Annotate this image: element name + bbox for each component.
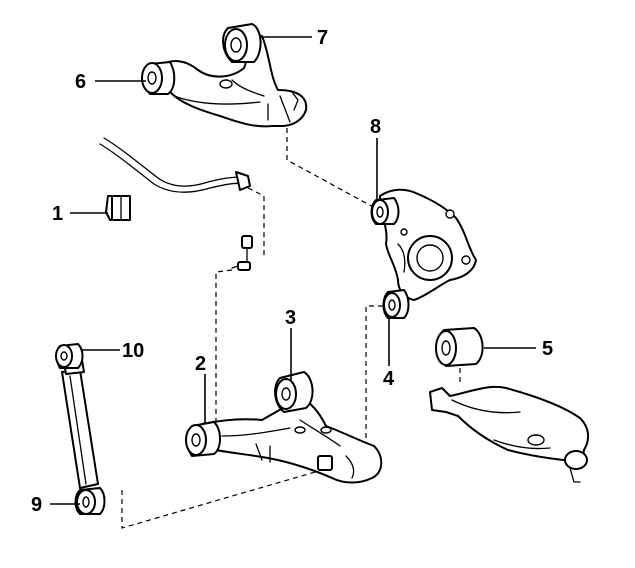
- bushing-2: [185, 421, 221, 457]
- callout-10: 10: [122, 340, 144, 362]
- steering-knuckle: [379, 188, 477, 301]
- callout-4: 4: [383, 368, 395, 390]
- callout-6: 6: [75, 71, 86, 93]
- callout-3: 3: [285, 307, 296, 329]
- leader-lines: [50, 36, 536, 505]
- bushing-6: [141, 61, 176, 95]
- callout-1: 1: [52, 203, 63, 225]
- lower-control-arm: [201, 397, 383, 484]
- callout-7: 7: [317, 27, 328, 49]
- callout-9: 9: [31, 494, 42, 516]
- bushing-8: [370, 197, 400, 225]
- stabilizer-link: [231, 235, 253, 271]
- bushing-1: [105, 195, 131, 221]
- assembly-guide-lines: [121, 128, 461, 529]
- bushing-10: [55, 343, 84, 369]
- callout-labels: 1 2 3 4 5 6 7 8 9 10: [31, 27, 553, 516]
- bushing-5: [435, 327, 484, 367]
- shock-absorber: [61, 359, 99, 489]
- callout-8: 8: [370, 116, 381, 138]
- bushing-7: [222, 23, 262, 63]
- callout-5: 5: [542, 338, 553, 360]
- upper-control-arm: [158, 33, 308, 128]
- callout-2: 2: [195, 353, 206, 375]
- bushing-3: [274, 371, 314, 413]
- bushing-4: [382, 289, 410, 319]
- right-lower-arm: [429, 386, 590, 483]
- stabilizer-bar: [99, 137, 251, 193]
- bushing-9: [74, 487, 106, 515]
